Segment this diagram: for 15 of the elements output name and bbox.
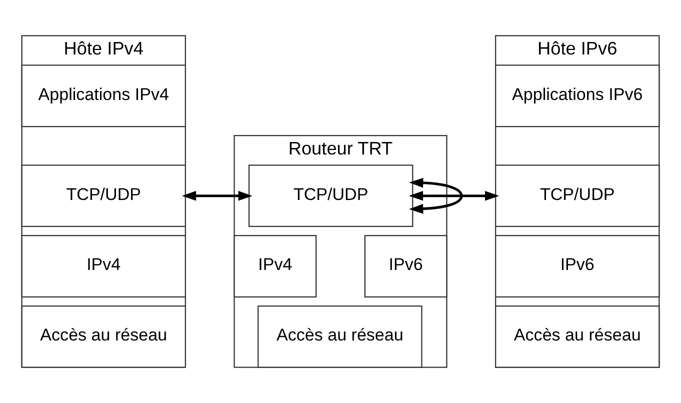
node-box: Accès au réseau [258, 305, 422, 368]
node-box: Accès au réseau [495, 305, 660, 368]
node-box: TCP/UDP [495, 164, 660, 228]
node-box: TCP/UDP [21, 164, 186, 228]
node-box: IPv6 [364, 235, 448, 298]
node-box: IPv4 [234, 235, 317, 298]
node-box: Applications IPv4 [21, 64, 186, 128]
arrow [409, 178, 463, 214]
node-box: TCP/UDP [248, 164, 414, 228]
node-box: Applications IPv6 [495, 64, 660, 128]
arrow [408, 190, 500, 201]
node-box: IPv6 [495, 235, 660, 298]
node-box: IPv4 [21, 235, 186, 298]
node-box: Accès au réseau [21, 305, 186, 368]
arrow [182, 190, 252, 201]
